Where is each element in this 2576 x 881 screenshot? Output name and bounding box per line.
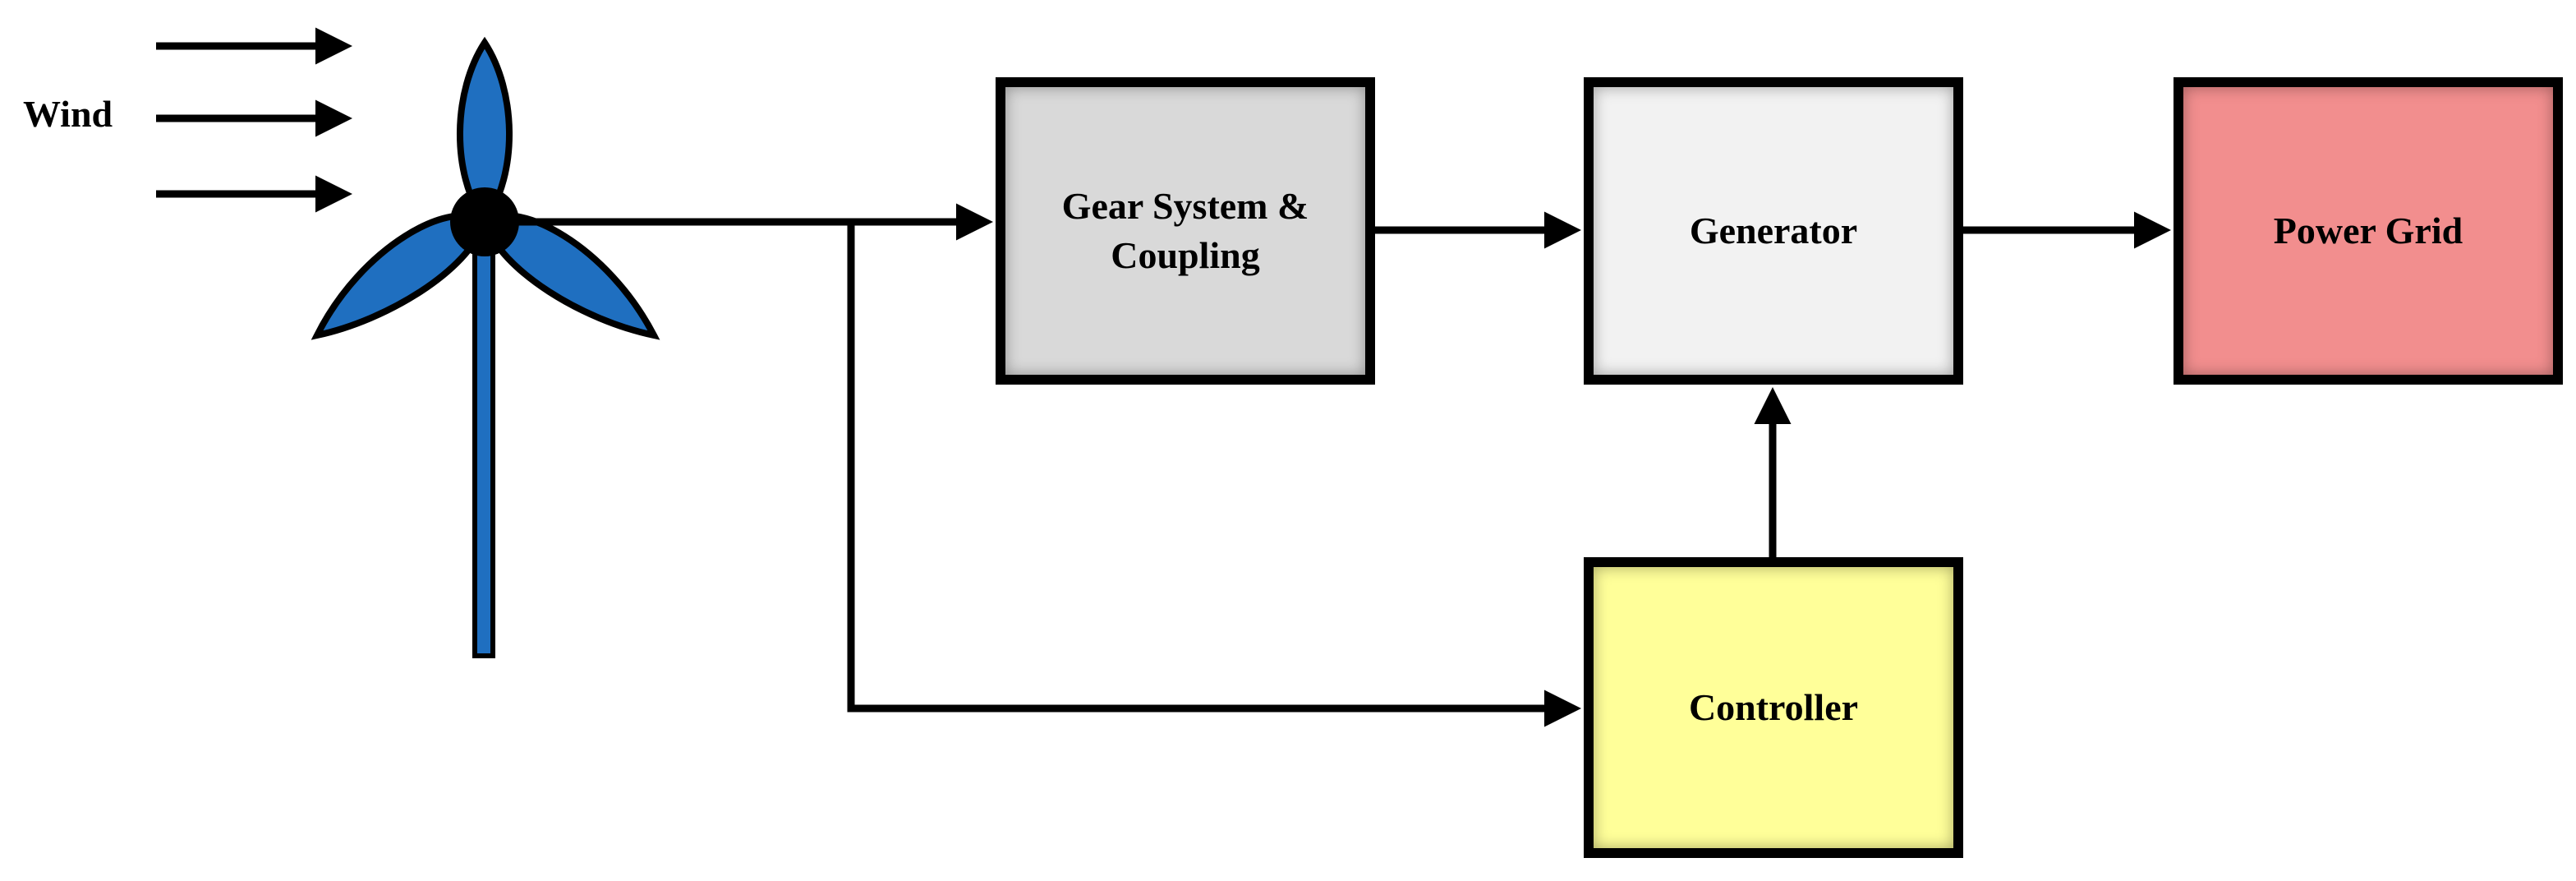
gear-block-text: Gear System & Coupling: [1046, 182, 1326, 280]
gear-system-coupling-block: Gear System & Coupling: [996, 77, 1375, 385]
power-grid-block: Power Grid: [2174, 77, 2563, 385]
wind-turbine-icon: [310, 36, 660, 658]
generator-block-label: Generator: [1689, 210, 1858, 252]
wind-label: Wind: [23, 93, 113, 135]
controller-block-label: Controller: [1688, 686, 1859, 729]
generator-block: Generator: [1584, 77, 1963, 385]
controller-block: Controller: [1584, 557, 1963, 858]
edge-turbine-to-controller: [847, 222, 1581, 727]
turbine-tower: [472, 219, 495, 658]
gear-block-label-line2: Coupling: [1111, 234, 1260, 276]
turbine-hub: [450, 187, 519, 256]
turbine-blade-left-fill: [310, 212, 489, 340]
wind-arrows: [156, 27, 352, 213]
gear-block-label-line1: Gear System &: [1061, 185, 1309, 228]
power-grid-block-label: Power Grid: [2273, 210, 2463, 252]
turbine-blade-top: [457, 36, 513, 228]
